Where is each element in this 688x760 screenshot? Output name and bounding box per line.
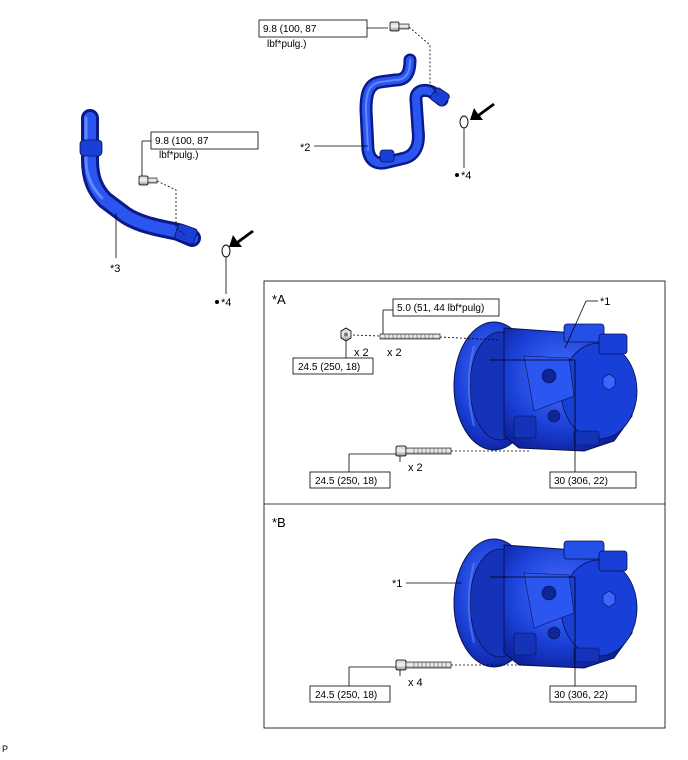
view-label-a: *A bbox=[272, 292, 286, 307]
mounting-bolt-b bbox=[395, 659, 452, 671]
dot-marker-upper bbox=[455, 173, 459, 177]
compressor-view-a bbox=[453, 321, 638, 452]
discharge-hose-part2 bbox=[359, 53, 450, 170]
callout-part2: *2 bbox=[300, 142, 310, 154]
callout-part1-a: *1 bbox=[600, 296, 610, 308]
callout-part4-upper: *4 bbox=[461, 170, 471, 182]
stud-guide-line bbox=[352, 334, 501, 341]
arrow-upper-icon bbox=[470, 103, 495, 120]
torque-upper-unit: lbf*pulg.) bbox=[267, 39, 306, 50]
torque-compressor-a: 30 (306, 22) bbox=[554, 476, 608, 487]
qty-stud-a: x 2 bbox=[387, 347, 402, 359]
torque-box-upper: 9.8 (100, 87 lbf*pulg.) bbox=[258, 19, 388, 50]
o-ring-lower bbox=[221, 244, 231, 258]
torque-bolt-b: 24.5 (250, 18) bbox=[315, 690, 377, 701]
qty-bolt-a: x 2 bbox=[408, 462, 423, 474]
compressor-nut bbox=[340, 327, 352, 342]
mounting-bolt-a bbox=[395, 445, 452, 457]
left-pipe-bolt bbox=[138, 175, 158, 186]
torque-box-left: 9.8 (100, 87 lbf*pulg.) bbox=[141, 131, 259, 176]
suction-pipe-part3 bbox=[79, 109, 201, 247]
stud-bolt bbox=[379, 333, 441, 340]
qty-bolt-b: x 4 bbox=[408, 677, 423, 689]
torque-nut-a: 24.5 (250, 18) bbox=[298, 362, 360, 373]
torque-compressor-b: 30 (306, 22) bbox=[554, 690, 608, 701]
compressor-view-b bbox=[453, 538, 638, 669]
torque-stud: 5.0 (51, 44 lbf*pulg) bbox=[397, 303, 484, 314]
o-ring-upper bbox=[459, 115, 469, 129]
qty-nut-a: x 2 bbox=[354, 347, 369, 359]
arrow-lower-icon bbox=[229, 230, 254, 247]
callout-part1-b: *1 bbox=[392, 578, 402, 590]
torque-upper-value: 9.8 (100, 87 bbox=[263, 24, 317, 35]
view-label-b: *B bbox=[272, 515, 286, 530]
upper-hose-bolt bbox=[389, 21, 410, 32]
torque-bolt-a: 24.5 (250, 18) bbox=[315, 476, 377, 487]
callout-part3: *3 bbox=[110, 263, 120, 275]
torque-left-value: 9.8 (100, 87 bbox=[155, 136, 209, 147]
footer-code: P bbox=[2, 744, 8, 754]
detail-panel bbox=[263, 280, 666, 729]
torque-left-unit: lbf*pulg.) bbox=[159, 150, 198, 161]
upper-bolt-guide-line bbox=[408, 26, 439, 96]
left-bolt-guide-line bbox=[156, 180, 187, 237]
dot-marker-lower bbox=[215, 300, 219, 304]
callout-part4-lower: *4 bbox=[221, 297, 231, 309]
